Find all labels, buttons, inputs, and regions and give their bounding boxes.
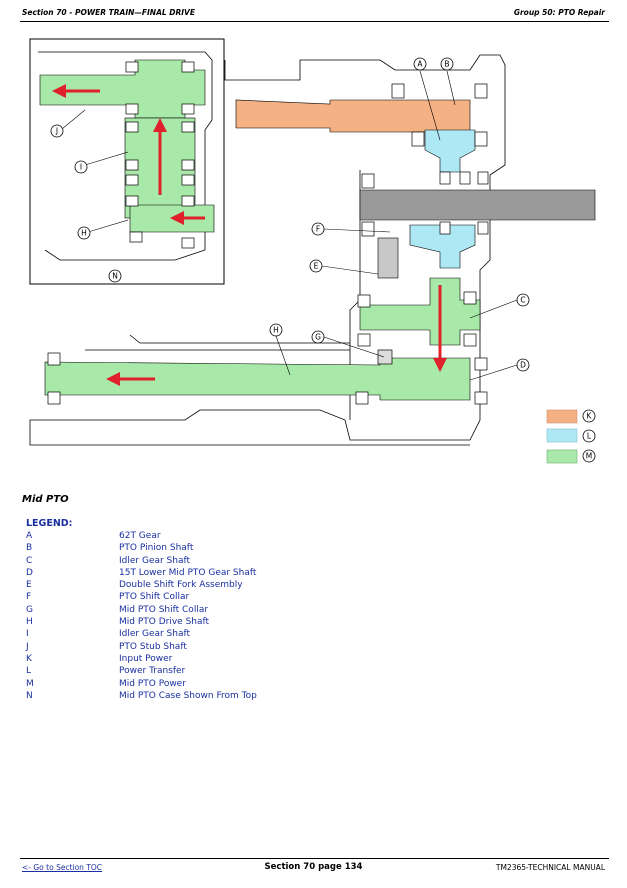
legend-item: L Power Transfer <box>26 666 446 678</box>
callout-c: C <box>520 296 525 305</box>
legend-item: M Mid PTO Power <box>26 679 446 691</box>
legend-key: A <box>26 531 33 541</box>
legend-list: A 62T Gear B PTO Pinion Shaft C Idler Gear … <box>26 531 446 703</box>
callout-h-inset: H <box>81 229 87 238</box>
legend-item: C Idler Gear Shaft <box>26 556 446 568</box>
legend-text: PTO Shift Collar <box>119 592 190 603</box>
legend-item: F PTO Shift Collar <box>26 592 446 604</box>
header-divider <box>20 21 609 22</box>
color-key: K L M <box>546 409 596 464</box>
legend-key: M <box>26 678 34 689</box>
legend-text: Idler Gear Shaft <box>119 555 191 566</box>
mid-pto-diagram: J I H N <box>29 38 596 464</box>
section-title: Mid PTO <box>22 494 69 505</box>
callout-h: H <box>273 326 279 335</box>
legend-title: LEGEND: <box>26 518 73 529</box>
legend-item: G Mid PTO Shift Collar <box>26 605 446 617</box>
legend-text: Input Power <box>119 653 173 664</box>
legend-key: B <box>26 543 33 554</box>
manual-name: TM2365-TECHNICAL MANUAL <box>495 863 605 872</box>
footer-divider <box>20 858 609 859</box>
legend-item: N Mid PTO Case Shown From Top <box>26 691 446 703</box>
legend-key: N <box>26 690 33 701</box>
callout-f: F <box>316 225 320 234</box>
legend-text: PTO Stub Shaft <box>119 641 187 652</box>
legend-key: D <box>26 567 33 578</box>
callout-n: N <box>112 272 118 281</box>
legend-key: I <box>26 629 29 640</box>
legend-key: G <box>26 604 33 615</box>
toc-link[interactable]: <- Go to Section TOC <box>22 863 103 872</box>
legend-key: C <box>26 555 33 566</box>
callout-g: G <box>315 333 321 342</box>
legend-text: Mid PTO Shift Collar <box>119 604 209 615</box>
legend-text: Mid PTO Drive Shaft <box>119 617 210 628</box>
legend-text: 62T Gear <box>119 531 161 541</box>
callout-l: L <box>587 432 592 441</box>
legend-item: H Mid PTO Drive Shaft <box>26 617 446 629</box>
legend-key: H <box>26 617 33 628</box>
legend-text: PTO Pinion Shaft <box>119 543 194 554</box>
legend-item: B PTO Pinion Shaft <box>26 543 446 555</box>
header-section-title: Section 70 - POWER TRAIN—FINAL DRIVE <box>22 8 195 17</box>
callout-m: M <box>586 452 592 461</box>
legend-item: A 62T Gear <box>26 531 446 543</box>
legend-key: F <box>26 592 32 603</box>
legend-item: D 15T Lower Mid PTO Gear Shaft <box>26 568 446 580</box>
legend-text: 15T Lower Mid PTO Gear Shaft <box>119 567 257 578</box>
main-cross-section: A B C D E F G H <box>29 54 596 446</box>
legend-item: E Double Shift Fork Assembly <box>26 580 446 592</box>
callout-b: B <box>444 60 449 69</box>
page-number: Section 70 page 134 <box>264 862 363 872</box>
legend-text: Power Transfer <box>119 666 186 677</box>
callout-d: D <box>520 361 526 370</box>
legend-key: E <box>26 580 32 591</box>
inset-case-view: J I H N <box>29 38 225 285</box>
legend-key: L <box>26 666 32 677</box>
legend-key: K <box>26 653 32 664</box>
callout-a: A <box>417 60 423 69</box>
legend-text: Idler Gear Shaft <box>119 629 191 640</box>
legend-item: J PTO Stub Shaft <box>26 642 446 654</box>
legend-key: J <box>26 641 29 652</box>
legend-text: Double Shift Fork Assembly <box>119 580 243 591</box>
legend-text: Mid PTO Case Shown From Top <box>119 690 257 701</box>
header-group-title: Group 50: PTO Repair <box>513 8 605 17</box>
legend-item: I Idler Gear Shaft <box>26 629 446 641</box>
callout-k: K <box>587 412 593 421</box>
legend-item: K Input Power <box>26 654 446 666</box>
callout-j: J <box>55 127 58 136</box>
legend-text: Mid PTO Power <box>119 678 186 689</box>
callout-e: E <box>314 262 319 271</box>
callout-i: I <box>80 163 82 172</box>
